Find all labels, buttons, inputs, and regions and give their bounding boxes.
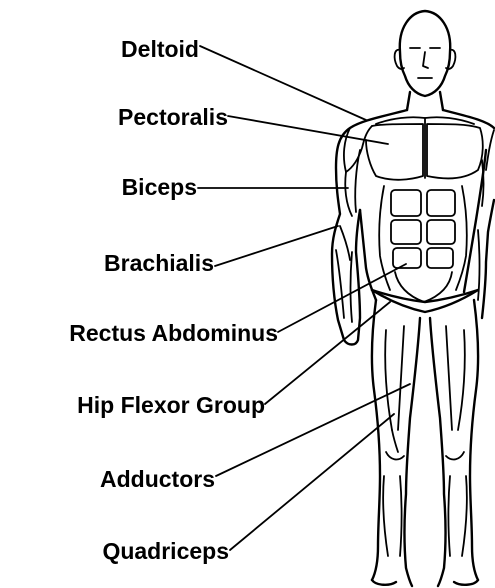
abdominals [379, 186, 467, 302]
leader-pectoralis [228, 116, 388, 144]
leader-brachialis [215, 226, 338, 266]
leader-deltoid [200, 46, 366, 120]
pelvis [372, 290, 478, 312]
leader-lines [198, 46, 410, 550]
right-arm-muscles [478, 160, 484, 300]
leader-quadriceps [230, 414, 394, 550]
head [395, 11, 456, 96]
upper-torso-muscles [344, 117, 494, 180]
neck [407, 92, 443, 110]
legs [372, 300, 478, 586]
